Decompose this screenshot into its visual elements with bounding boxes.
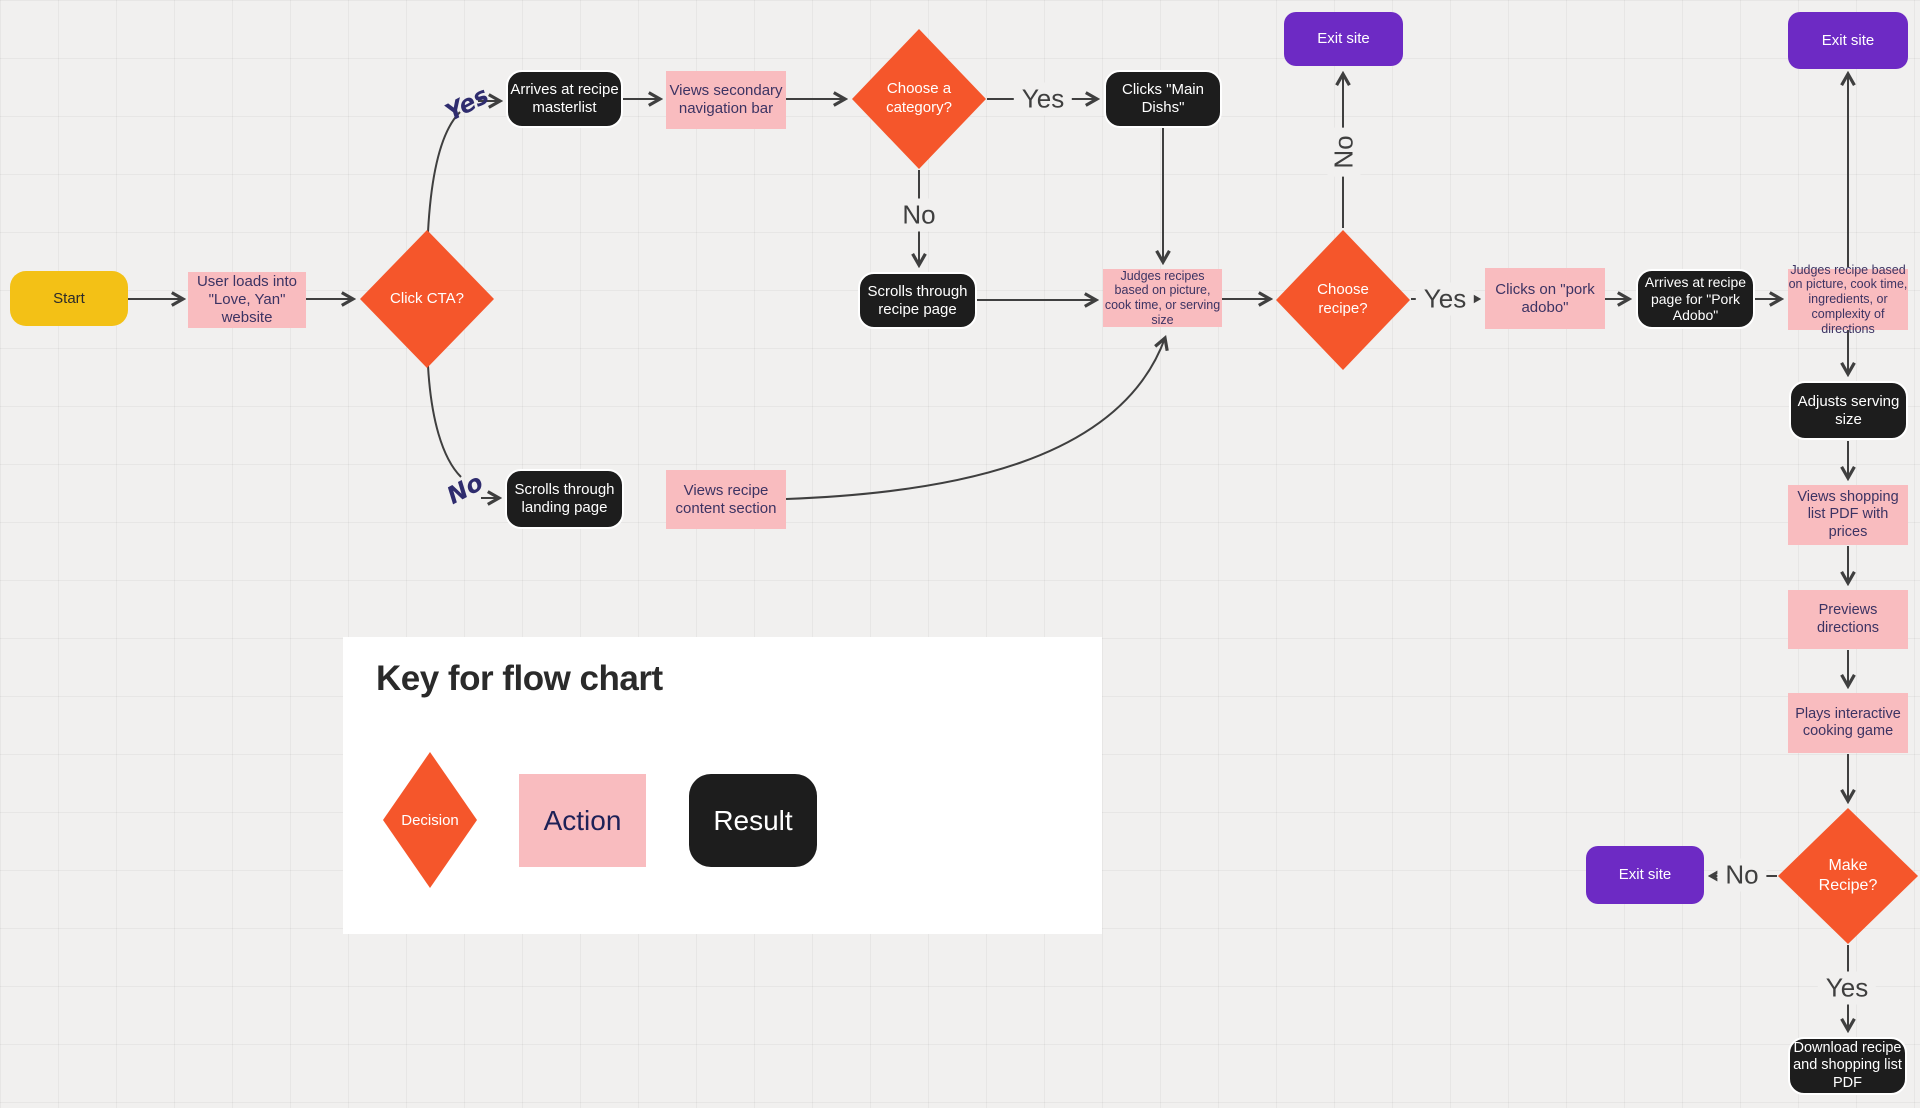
- edge-label-recipe-yes[interactable]: Yes: [1415, 282, 1475, 316]
- node-adjusts-serving[interactable]: Adjusts serving size: [1789, 381, 1908, 440]
- node-load-site[interactable]: User loads into "Love, Yan" website: [188, 272, 306, 328]
- node-download-pdf[interactable]: Download recipe and shopping list PDF: [1788, 1037, 1907, 1095]
- node-exit-site-bottom[interactable]: Exit site: [1586, 846, 1704, 904]
- node-previews-directions[interactable]: Previews directions: [1788, 590, 1908, 649]
- node-views-shopping-list[interactable]: Views shopping list PDF with prices: [1788, 485, 1908, 545]
- edge-label-category-yes[interactable]: Yes: [1013, 82, 1073, 116]
- edge-label-recipe-no[interactable]: No: [1327, 127, 1361, 177]
- node-scrolls-landing[interactable]: Scrolls through landing page: [505, 469, 624, 529]
- edge-cta-no-curve[interactable]: [427, 365, 462, 478]
- edge-label-make-yes[interactable]: Yes: [1817, 971, 1877, 1005]
- node-clicks-pork-adobo[interactable]: Clicks on "pork adobo": [1485, 268, 1605, 329]
- node-views-content[interactable]: Views recipe content section: [666, 470, 786, 529]
- key-panel: Key for flow chart Decision Action Resul…: [343, 637, 1102, 934]
- node-arrives-masterlist[interactable]: Arrives at recipe masterlist: [506, 70, 623, 128]
- key-result-shape[interactable]: Result: [689, 774, 817, 867]
- node-judges-recipes[interactable]: Judges recipes based on picture, cook ti…: [1103, 268, 1222, 327]
- node-start[interactable]: Start: [10, 271, 128, 326]
- edge-cta-yes-curve[interactable]: [427, 111, 461, 233]
- node-scrolls-recipe-page[interactable]: Scrolls through recipe page: [858, 272, 977, 329]
- node-views-secondary-nav[interactable]: Views secondary navigation bar: [666, 71, 786, 129]
- key-decision-shape[interactable]: Decision: [383, 752, 477, 888]
- key-title: Key for flow chart: [376, 659, 663, 698]
- edge-content-judges-curve[interactable]: [785, 338, 1165, 500]
- node-plays-game[interactable]: Plays interactive cooking game: [1788, 693, 1908, 753]
- edge-label-category-no[interactable]: No: [894, 198, 944, 232]
- node-exit-site-top[interactable]: Exit site: [1284, 12, 1403, 66]
- node-judges-recipe-detail[interactable]: Judges recipe based on picture, cook tim…: [1788, 262, 1908, 336]
- edge-label-make-no[interactable]: No: [1717, 858, 1767, 892]
- node-arrives-pork-adobo[interactable]: Arrives at recipe page for "Pork Adobo": [1636, 269, 1755, 329]
- key-action-shape[interactable]: Action: [519, 774, 646, 867]
- node-exit-site-right[interactable]: Exit site: [1788, 12, 1908, 69]
- node-clicks-main-dishs[interactable]: Clicks "Main Dishs": [1104, 70, 1222, 128]
